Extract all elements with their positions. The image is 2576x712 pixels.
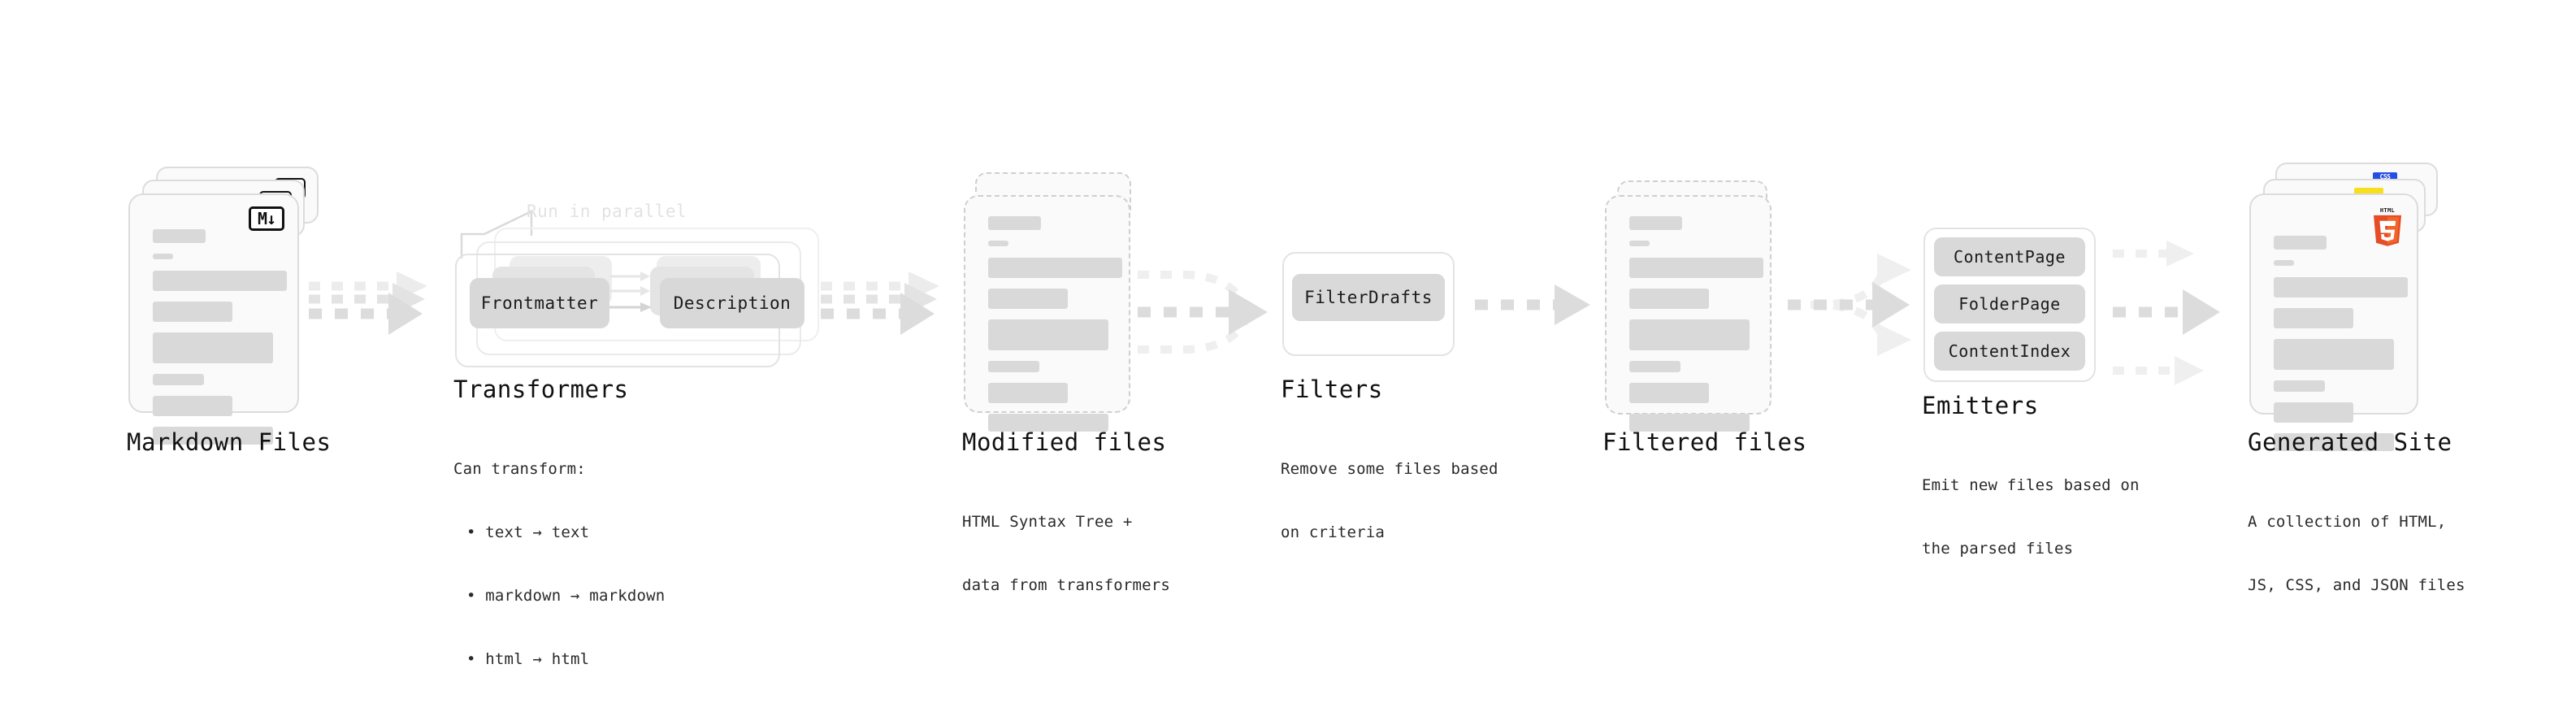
content-bar: [2274, 308, 2353, 328]
modified-card-front: [964, 195, 1130, 432]
emitters-sub-line: Emit new files based on: [1922, 476, 2140, 494]
filtered-content-bars: [1629, 216, 1763, 442]
content-bar: [1629, 216, 1682, 230]
generated-sub-line: JS, CSS, and JSON files: [2248, 576, 2465, 594]
transformers-sub-line: Can transform:: [453, 460, 586, 478]
filters-sub-line: on criteria: [1281, 523, 1386, 541]
content-bar: [153, 332, 273, 363]
transformer-inner-arrows: [609, 271, 652, 312]
content-bar: [153, 396, 232, 416]
svg-text:HTML: HTML: [2380, 207, 2395, 214]
site-card-front: HTML: [2249, 193, 2418, 451]
transformers-bullet: • html → html: [466, 650, 590, 668]
content-bar: [988, 383, 1068, 403]
arrow-filtered-to-emitters: [1788, 254, 1911, 356]
arrow-markdown-to-transformers: [309, 271, 427, 335]
pipeline-diagram: M↓ M↓ M↓ Markdown Files: [127, 163, 2465, 668]
site-content-bars: [2274, 236, 2408, 462]
emitters-sub-line: the parsed files: [1922, 540, 2074, 558]
transformers-subtitle: Can transform: • text → text • markdown …: [453, 416, 665, 712]
pill-contentindex[interactable]: ContentIndex: [1934, 332, 2085, 371]
content-bar: [153, 254, 173, 259]
modified-files-title: Modified files: [962, 428, 1167, 456]
transformers-bullet: • markdown → markdown: [466, 587, 666, 605]
content-bar: [988, 241, 1008, 246]
filters-subtitle: Remove some files based on criteria: [1281, 416, 1498, 585]
content-bar: [153, 302, 232, 322]
markdown-badge-icon: M↓: [249, 206, 284, 231]
modified-content-bars: [988, 216, 1122, 442]
content-bar: [1629, 361, 1680, 372]
content-bar: [988, 361, 1039, 372]
pill-description[interactable]: Description: [660, 278, 804, 328]
content-bar: [988, 216, 1041, 230]
filtered-files-title: Filtered files: [1602, 428, 1807, 456]
filters-sub-line: Remove some files based: [1281, 460, 1498, 478]
content-bar: [153, 271, 287, 291]
content-bar: [2274, 402, 2353, 423]
content-bar: [153, 229, 206, 243]
content-bar: [988, 289, 1068, 309]
content-bar: [1629, 414, 1750, 432]
run-in-parallel-label: Run in parallel: [527, 202, 687, 221]
transformers-title: Transformers: [453, 376, 629, 403]
pill-frontmatter[interactable]: Frontmatter: [470, 278, 609, 328]
content-bar: [988, 414, 1108, 432]
content-bar: [1629, 289, 1709, 309]
modified-files-subtitle: HTML Syntax Tree + data from transformer…: [962, 469, 1170, 638]
filters-title: Filters: [1281, 376, 1383, 403]
markdown-content-bars: [153, 229, 287, 455]
pill-folderpage[interactable]: FolderPage: [1934, 284, 2085, 323]
arrow-transformers-to-modified: [821, 271, 939, 335]
filtered-card-front: [1605, 195, 1772, 432]
arrow-filters-to-filtered: [1475, 284, 1590, 325]
content-bar: [988, 319, 1108, 350]
content-bar: [153, 427, 273, 445]
content-bar: [1629, 258, 1763, 278]
content-bar: [2274, 260, 2294, 266]
content-bar: [2274, 236, 2327, 250]
generated-sub-line: A collection of HTML,: [2248, 513, 2447, 531]
generated-site-title: Generated Site: [2248, 428, 2452, 456]
emitters-subtitle: Emit new files based on the parsed files: [1922, 432, 2140, 601]
arrow-emitters-to-site: [2113, 241, 2220, 385]
markdown-card-front: M↓: [128, 193, 299, 445]
emitters-title: Emitters: [1922, 392, 2039, 419]
run-in-parallel-bracket: [460, 210, 533, 258]
content-bar: [153, 374, 204, 385]
content-bar: [2274, 433, 2394, 451]
generated-site-subtitle: A collection of HTML, JS, CSS, and JSON …: [2248, 469, 2465, 638]
arrow-modified-to-filters: [1138, 271, 1268, 354]
markdown-files-title: Markdown Files: [127, 428, 332, 456]
modified-sub-line: data from transformers: [962, 576, 1171, 594]
modified-sub-line: HTML Syntax Tree +: [962, 513, 1133, 531]
content-bar: [2274, 277, 2408, 297]
pill-contentpage[interactable]: ContentPage: [1934, 237, 2085, 276]
content-bar: [1629, 383, 1709, 403]
content-bar: [1629, 319, 1750, 350]
pill-filterdrafts[interactable]: FilterDrafts: [1292, 274, 1445, 321]
content-bar: [1629, 241, 1650, 246]
transformers-bullet: • text → text: [466, 523, 590, 541]
content-bar: [2274, 380, 2325, 392]
content-bar: [988, 258, 1122, 278]
css-badge-label: CSS: [2379, 173, 2391, 180]
html5-logo-icon: HTML: [2373, 207, 2402, 246]
content-bar: [2274, 339, 2394, 370]
